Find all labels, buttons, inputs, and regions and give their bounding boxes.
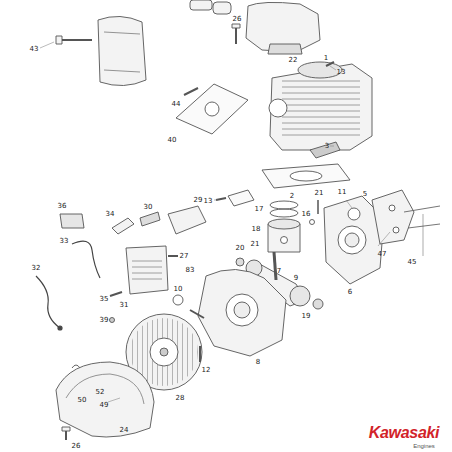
callout-number: 32	[32, 265, 41, 272]
callout-number: 47	[378, 251, 387, 258]
callout-number: 31	[120, 302, 129, 309]
brand-logo: Kawasaki	[369, 425, 440, 441]
callout-number: 6	[348, 289, 352, 296]
callout-number: 44	[172, 101, 181, 108]
cylinder-gasket	[262, 164, 350, 188]
spark-plug	[112, 218, 134, 234]
ignition-coil	[126, 246, 168, 294]
callout-number: 11	[338, 189, 347, 196]
engine-plate	[372, 190, 414, 244]
callout-number: 22	[289, 57, 298, 64]
callout-number: 2	[290, 193, 294, 200]
callout-number: 8	[256, 359, 260, 366]
callout-number: 3	[325, 143, 329, 150]
callout-number: 27	[180, 253, 189, 260]
callout-number: 45	[408, 259, 417, 266]
top-fitting	[213, 2, 231, 14]
callout-number: 49	[100, 402, 109, 409]
callout-number: 13	[204, 198, 213, 205]
callout-number: 5	[363, 191, 367, 198]
brand-subtitle: Engines	[413, 443, 435, 449]
callout-number: 26	[233, 16, 242, 23]
callout-number: 10	[174, 286, 183, 293]
callout-number: 36	[58, 203, 67, 210]
callout-number: 35	[100, 296, 109, 303]
callout-number: 13	[337, 69, 346, 76]
callout-number: 28	[176, 395, 185, 402]
callout-number: 20	[236, 245, 245, 252]
callout-number: 24	[120, 427, 129, 434]
muffler-gasket	[176, 84, 248, 134]
callout-number: 34	[106, 211, 115, 218]
callout-number: 7	[277, 268, 281, 275]
callout-number: 17	[255, 206, 264, 213]
callout-number: 43	[30, 46, 39, 53]
muffler	[98, 16, 146, 85]
callout-number: 30	[144, 204, 153, 211]
crankcase	[198, 269, 286, 356]
callout-number: 1	[324, 55, 328, 62]
callout-number: 19	[302, 313, 311, 320]
starter-cover	[56, 362, 154, 437]
callout-number: 21	[251, 241, 260, 248]
callout-number: 50	[78, 397, 87, 404]
plug-cap	[168, 206, 206, 234]
callout-number: 18	[252, 226, 261, 233]
callout-number: 33	[60, 238, 69, 245]
callout-number: 29	[194, 197, 203, 204]
shroud-tab	[268, 44, 302, 54]
callout-number: 52	[96, 389, 105, 396]
callout-number: 83	[186, 267, 195, 274]
callout-number: 9	[294, 275, 298, 282]
callout-number: 39	[100, 317, 109, 324]
callout-number: 21	[315, 190, 324, 197]
top-bracket	[190, 0, 212, 10]
callout-number: 40	[168, 137, 177, 144]
callout-number: 26	[72, 443, 81, 450]
callout-number: 16	[302, 211, 311, 218]
callout-number: 12	[202, 367, 211, 374]
